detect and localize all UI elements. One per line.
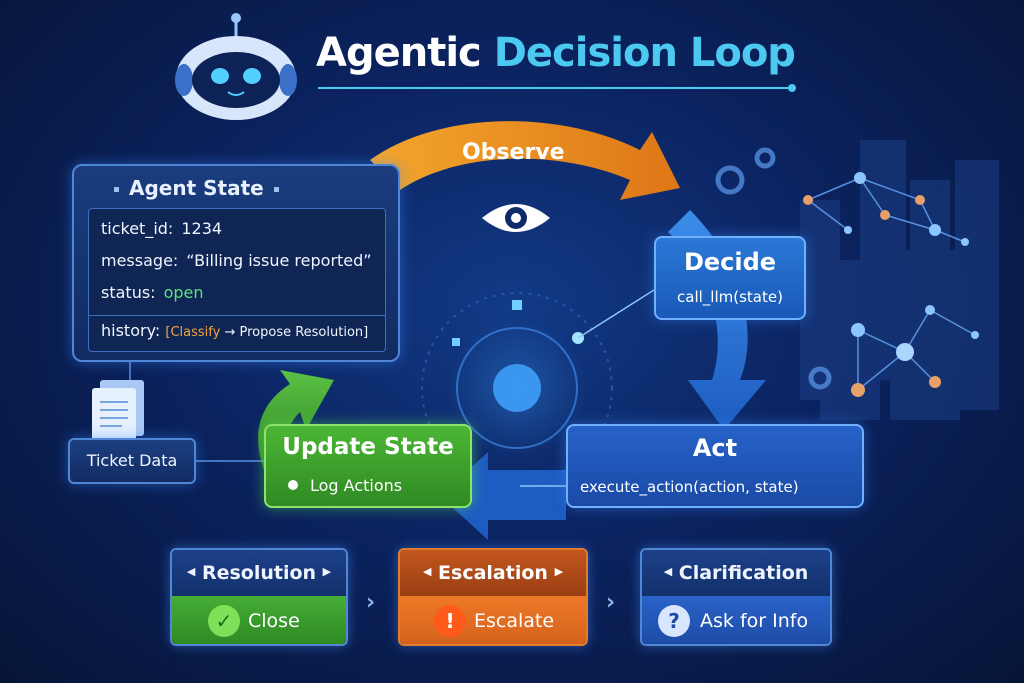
outcome-label: Clarification	[678, 562, 809, 584]
outcome-action-label: Escalate	[474, 610, 555, 632]
check-icon: ✓	[208, 605, 240, 637]
update-state-item: Log Actions	[288, 476, 402, 495]
eye-icon	[482, 204, 550, 232]
decide-box: Decide call_llm(state)	[654, 236, 806, 320]
decide-call: call_llm(state)	[677, 288, 783, 306]
decide-label: Decide	[683, 248, 777, 276]
history-arrow: →	[224, 325, 236, 340]
field-key: status:	[101, 283, 156, 302]
field-key: message:	[101, 251, 179, 270]
outcome-clarification: ◀ Clarification ? Ask for Info	[640, 548, 832, 646]
outcome-action-label: Close	[248, 610, 300, 632]
history-item-classify: Classify	[170, 325, 221, 340]
field-message: message: “Billing issue reported”	[101, 251, 372, 270]
heading-dot-left	[114, 187, 119, 192]
status-value: open	[163, 283, 204, 302]
outcome-action-label: Ask for Info	[700, 610, 809, 632]
field-value: 1234	[181, 219, 223, 238]
outcome-action: ? Ask for Info	[642, 596, 830, 644]
field-ticket-id: ticket_id: 1234	[101, 219, 222, 238]
agent-state-heading-text: Agent State	[129, 176, 264, 200]
history-bracket-open: [	[165, 325, 171, 340]
triangle-left-icon: ◀	[422, 564, 432, 578]
field-history: history: [Classify → Propose Resolution]	[101, 321, 368, 340]
document-icon	[92, 380, 144, 444]
update-state-box: Update State Log Actions	[264, 424, 472, 508]
act-box: Act execute_action(action, state)	[566, 424, 864, 508]
connector-decide	[577, 289, 655, 339]
title-word-2: Decision Loop	[493, 30, 796, 76]
outcome-label: Escalation	[438, 562, 548, 584]
triangle-left-icon: ◀	[186, 564, 196, 578]
network-nodes	[803, 172, 979, 397]
field-value: “Billing issue reported”	[186, 251, 372, 270]
gear-icon	[715, 147, 832, 390]
history-item-propose: Propose Resolution	[239, 325, 364, 340]
outcome-header: ◀ Resolution ▶	[172, 550, 346, 596]
central-target	[421, 292, 613, 484]
outcome-header: ◀ Escalation ▶	[400, 550, 586, 596]
history-bracket-close: ]	[363, 325, 369, 340]
chevron-right-icon: ›	[606, 590, 616, 615]
outcome-label: Resolution	[201, 562, 317, 584]
history-divider	[89, 315, 385, 316]
agent-state-panel: Agent State ticket_id: 1234 message: “Bill…	[72, 164, 400, 362]
chevron-right-icon: ›	[366, 590, 376, 615]
page-title: Agentic Decision Loop	[316, 30, 796, 76]
field-status: status: open	[101, 283, 204, 302]
history-list: [Classify → Propose Resolution]	[165, 325, 368, 340]
question-icon: ?	[658, 605, 690, 637]
exclamation-icon: !	[434, 605, 466, 637]
field-key: history:	[101, 321, 161, 340]
observe-arrow	[370, 121, 680, 200]
outcome-resolution: ◀ Resolution ▶ ✓ Close	[170, 548, 348, 646]
outcome-action: ! Escalate	[400, 596, 586, 644]
decide-arrow	[668, 210, 766, 430]
agent-state-fields: ticket_id: 1234 message: “Billing issue re…	[88, 208, 386, 352]
city-skyline	[800, 140, 999, 420]
ticket-data-box: Ticket Data	[68, 438, 196, 484]
title-word-1: Agentic	[316, 30, 482, 76]
outcome-header: ◀ Clarification	[642, 550, 830, 596]
triangle-right-icon: ▶	[554, 564, 564, 578]
triangle-left-icon: ◀	[663, 564, 673, 578]
robot-icon	[175, 13, 297, 120]
triangle-right-icon: ▶	[322, 564, 332, 578]
update-state-label: Update State	[282, 434, 454, 460]
update-item-text: Log Actions	[310, 476, 403, 495]
act-call: execute_action(action, state)	[580, 478, 799, 496]
heading-dot-right	[273, 187, 279, 192]
bullet-icon	[288, 479, 298, 490]
outcome-escalation: ◀ Escalation ▶ ! Escalate	[398, 548, 588, 646]
outcome-action: ✓ Close	[172, 596, 346, 644]
act-label: Act	[692, 434, 738, 462]
observe-label: Observe	[462, 140, 565, 165]
agent-state-heading: Agent State	[74, 176, 398, 200]
field-key: ticket_id:	[101, 219, 174, 238]
